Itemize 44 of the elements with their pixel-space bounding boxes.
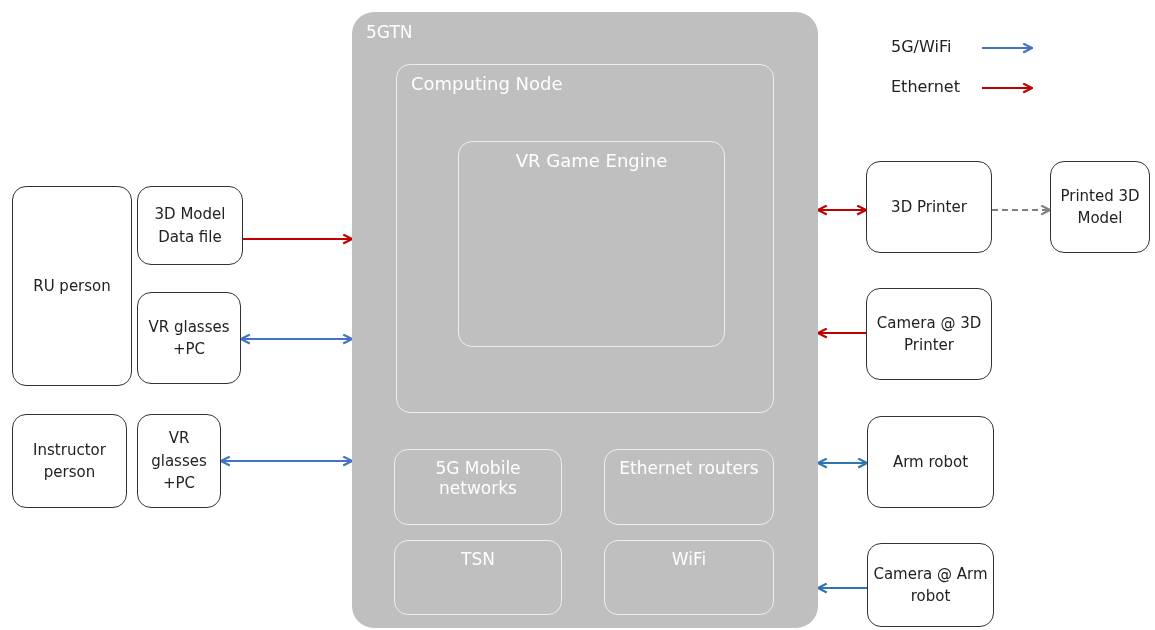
arrow [243,233,354,245]
arrow [219,455,354,467]
node-label: 3D Printer [891,196,967,218]
process-box [866,161,992,253]
node-label: Arm robot [892,451,969,473]
node-label: TSN [460,549,496,569]
process-box [867,416,994,508]
component-box [396,64,774,413]
node-label: 3D Model Data file [153,204,227,248]
arrow [816,327,866,339]
process-box [12,186,132,386]
process-box [867,543,994,627]
component-box [458,141,725,347]
arrow [816,582,867,594]
node-label: Ethernet routers [618,458,760,478]
node-label: Printed 3D Model [1059,185,1141,229]
legend-label: Ethernet [891,77,960,96]
node-label: VR glasses +PC [150,428,208,495]
component-box [604,449,774,525]
process-box [137,186,243,265]
process-box [12,414,127,508]
node-label: 5G Mobile networks [434,458,522,498]
node-label: Instructor person [32,439,107,483]
component-box [604,540,774,615]
node-label: 5GTN [366,22,413,42]
process-box [1050,161,1150,253]
arrow [816,204,868,216]
node-label: Computing Node [411,73,563,94]
node-label: VR glasses +PC [147,316,231,360]
arrow [816,457,869,469]
node-label: WiFi [670,549,708,569]
process-box [866,288,992,380]
arrow [239,333,354,345]
component-box [394,449,562,525]
component-box [394,540,562,615]
node-label: Camera @ Arm robot [872,563,989,607]
legend-label: 5G/WiFi [891,37,952,56]
arrow [992,204,1052,216]
node-label: Camera @ 3D Printer [875,312,983,356]
node-label: RU person [33,275,111,297]
process-box [137,292,241,384]
network-panel [352,12,818,628]
node-label: VR Game Engine [514,150,669,171]
process-box [137,414,221,508]
